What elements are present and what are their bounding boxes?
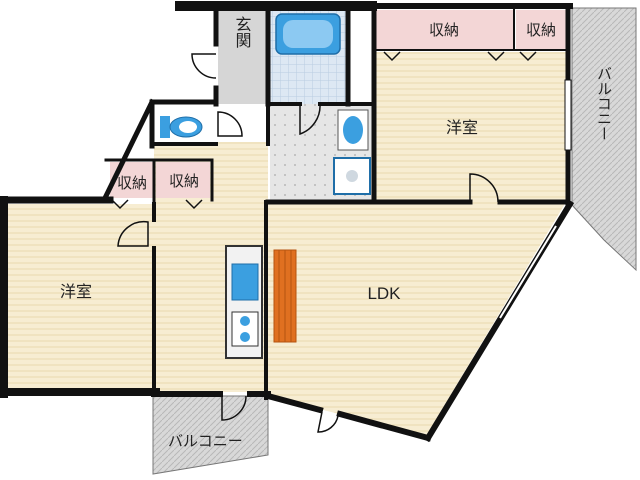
- western-room-ne-label: 洋室: [446, 118, 478, 137]
- bathtub-icon: [275, 13, 341, 55]
- entrance-floor: [218, 8, 266, 104]
- closet-ne-2-label: 収納: [526, 21, 556, 39]
- bar-counter-stripes: [278, 250, 292, 342]
- balcony-south-floor: [152, 395, 269, 475]
- closet-ne-1-floor: [376, 10, 514, 50]
- washbasin-icon: [337, 109, 369, 151]
- doors: [117, 53, 499, 433]
- toilet-icon: [160, 116, 203, 138]
- ldk-window: [499, 225, 557, 319]
- western-room-w-label: 洋室: [60, 282, 92, 301]
- entrance-label: 玄関: [233, 16, 252, 49]
- closet-mid-2-floor: [156, 162, 210, 198]
- ldk-label: LDK: [367, 284, 401, 303]
- closet-mid-1-label: 収納: [117, 174, 147, 192]
- balcony-east-label: バルコニー: [595, 66, 613, 141]
- closet-ne-1-label: 収納: [429, 21, 459, 39]
- kitchen-sink-icon: [231, 263, 259, 301]
- washing-machine-icon: [333, 157, 371, 195]
- closet-ne-2-floor: [516, 10, 566, 50]
- closet-door-marks: [111, 51, 537, 210]
- stove-icon: [231, 311, 259, 347]
- closet-mid-2-label: 収納: [169, 172, 199, 190]
- western-room-ne-floor: [376, 52, 568, 204]
- western-room-w-floor: [6, 204, 154, 390]
- ldk-floor: [268, 202, 566, 436]
- walls: [0, 1, 575, 443]
- ne-room-window: [564, 79, 572, 151]
- balcony-east-floor: [571, 7, 637, 272]
- balcony-south-label: バルコニー: [168, 432, 243, 450]
